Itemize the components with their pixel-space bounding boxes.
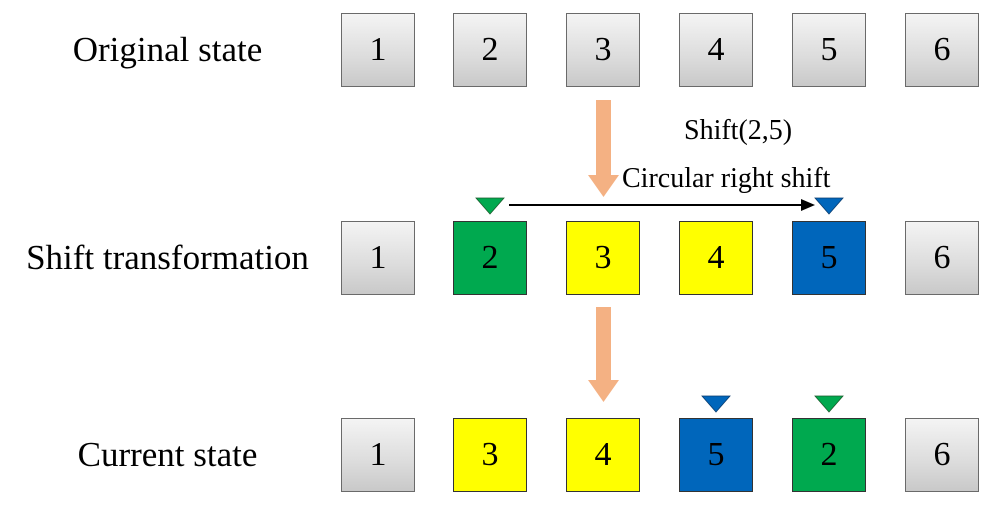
original-cell-4: 4 (679, 13, 753, 87)
circular-shift-label: Circular right shift (622, 163, 831, 194)
original-cell-1: 1 (341, 13, 415, 87)
down-arrow-2 (588, 307, 619, 402)
original-cell-3: 3 (566, 13, 640, 87)
blue-triangle-marker-shift (814, 197, 844, 215)
row-label-shift: Shift transformation (26, 238, 309, 277)
original-cell-2: 2 (453, 13, 527, 87)
current-cell-5: 2 (792, 418, 866, 492)
shift-operation-label: Shift(2,5) (684, 115, 793, 146)
shift-cell-4: 4 (679, 221, 753, 295)
green-triangle-marker-current (814, 395, 844, 413)
shift-cell-6: 6 (905, 221, 979, 295)
current-cell-6: 6 (905, 418, 979, 492)
current-cell-4: 5 (679, 418, 753, 492)
shift-cell-5: 5 (792, 221, 866, 295)
down-arrow-1 (588, 100, 619, 197)
current-cell-3: 4 (566, 418, 640, 492)
shift-cell-1: 1 (341, 221, 415, 295)
row-label-original: Original state (72, 30, 263, 69)
current-cell-1: 1 (341, 418, 415, 492)
original-cell-6: 6 (905, 13, 979, 87)
shift-cell-2: 2 (453, 221, 527, 295)
blue-triangle-marker-current (701, 395, 731, 413)
original-cell-5: 5 (792, 13, 866, 87)
shift-cell-3: 3 (566, 221, 640, 295)
current-cell-2: 3 (453, 418, 527, 492)
green-triangle-marker-shift (475, 197, 505, 215)
shift-arrow-head (801, 199, 815, 211)
row-label-current: Current state (77, 435, 258, 474)
